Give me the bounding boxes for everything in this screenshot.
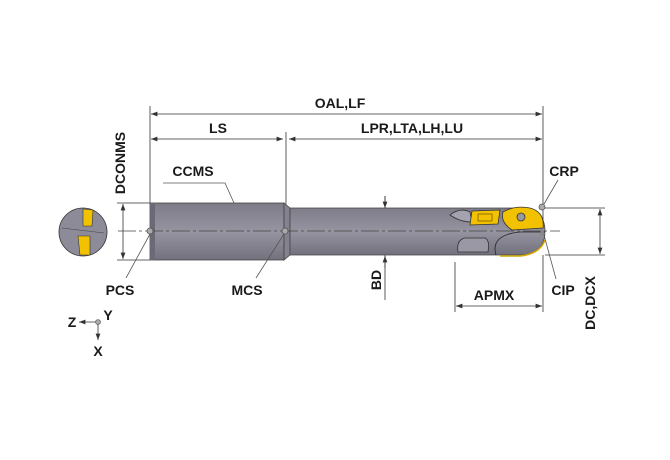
dconms-label: DCONMS [112, 132, 128, 194]
axis-z-label: Z [68, 314, 77, 330]
dc-label: DC,DCX [582, 276, 598, 330]
bd-label: BD [368, 270, 384, 290]
lpr-label: LPR,LTA,LH,LU [361, 120, 463, 136]
oal-label: OAL,LF [315, 95, 366, 111]
apmx-label: APMX [474, 287, 515, 303]
pcs-point [146, 227, 154, 235]
cip-point [540, 228, 545, 236]
leader-lines [125, 179, 559, 280]
shank [149, 202, 285, 261]
cip-label: CIP [551, 282, 574, 298]
crp-point [538, 203, 546, 211]
crp-label: CRP [549, 163, 579, 179]
axis-indicator: Z Y X [68, 307, 114, 359]
pcs-label: PCS [106, 282, 135, 298]
ls-label: LS [209, 120, 227, 136]
mcs-point [281, 227, 289, 235]
insert-screw-icon [516, 212, 526, 222]
extension-lines [117, 106, 605, 312]
end-view [58, 207, 108, 257]
inserts [469, 206, 544, 231]
mcs-label: MCS [231, 282, 262, 298]
chip-pocket [457, 237, 489, 253]
insert-side [469, 209, 501, 226]
axis-y-label: Y [103, 307, 113, 323]
axis-x-label: X [93, 343, 103, 359]
ccms-label: CCMS [172, 163, 213, 179]
